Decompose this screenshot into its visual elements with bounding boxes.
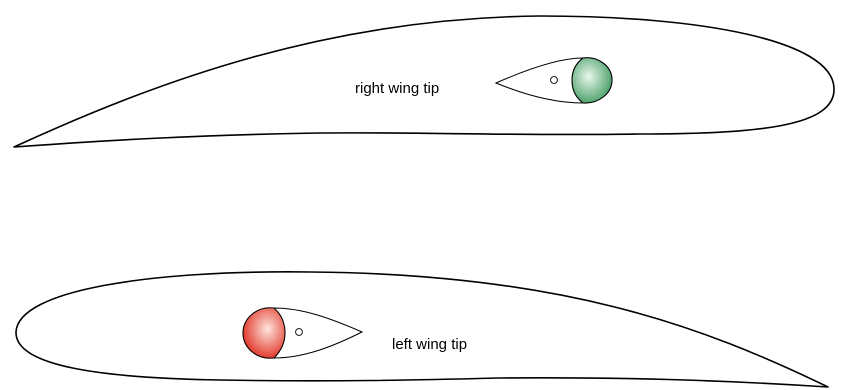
- left-wing-group: left wing tip: [15, 271, 829, 388]
- red-lens: [242, 307, 286, 359]
- left-wing-outline: [15, 271, 829, 388]
- right-light-housing: [494, 57, 584, 104]
- right-wing-outline: [13, 15, 835, 148]
- left-light-housing: [273, 307, 364, 359]
- left-navigation-light: [242, 307, 364, 359]
- right-navigation-light: [494, 57, 613, 104]
- right-wing-tip-label: right wing tip: [355, 80, 439, 97]
- right-wing-group: right wing tip: [13, 15, 835, 148]
- left-wing-tip-label: left wing tip: [392, 336, 467, 353]
- left-light-mount-dot: [295, 328, 303, 336]
- green-lens: [571, 57, 613, 104]
- right-light-mount-dot: [550, 76, 558, 84]
